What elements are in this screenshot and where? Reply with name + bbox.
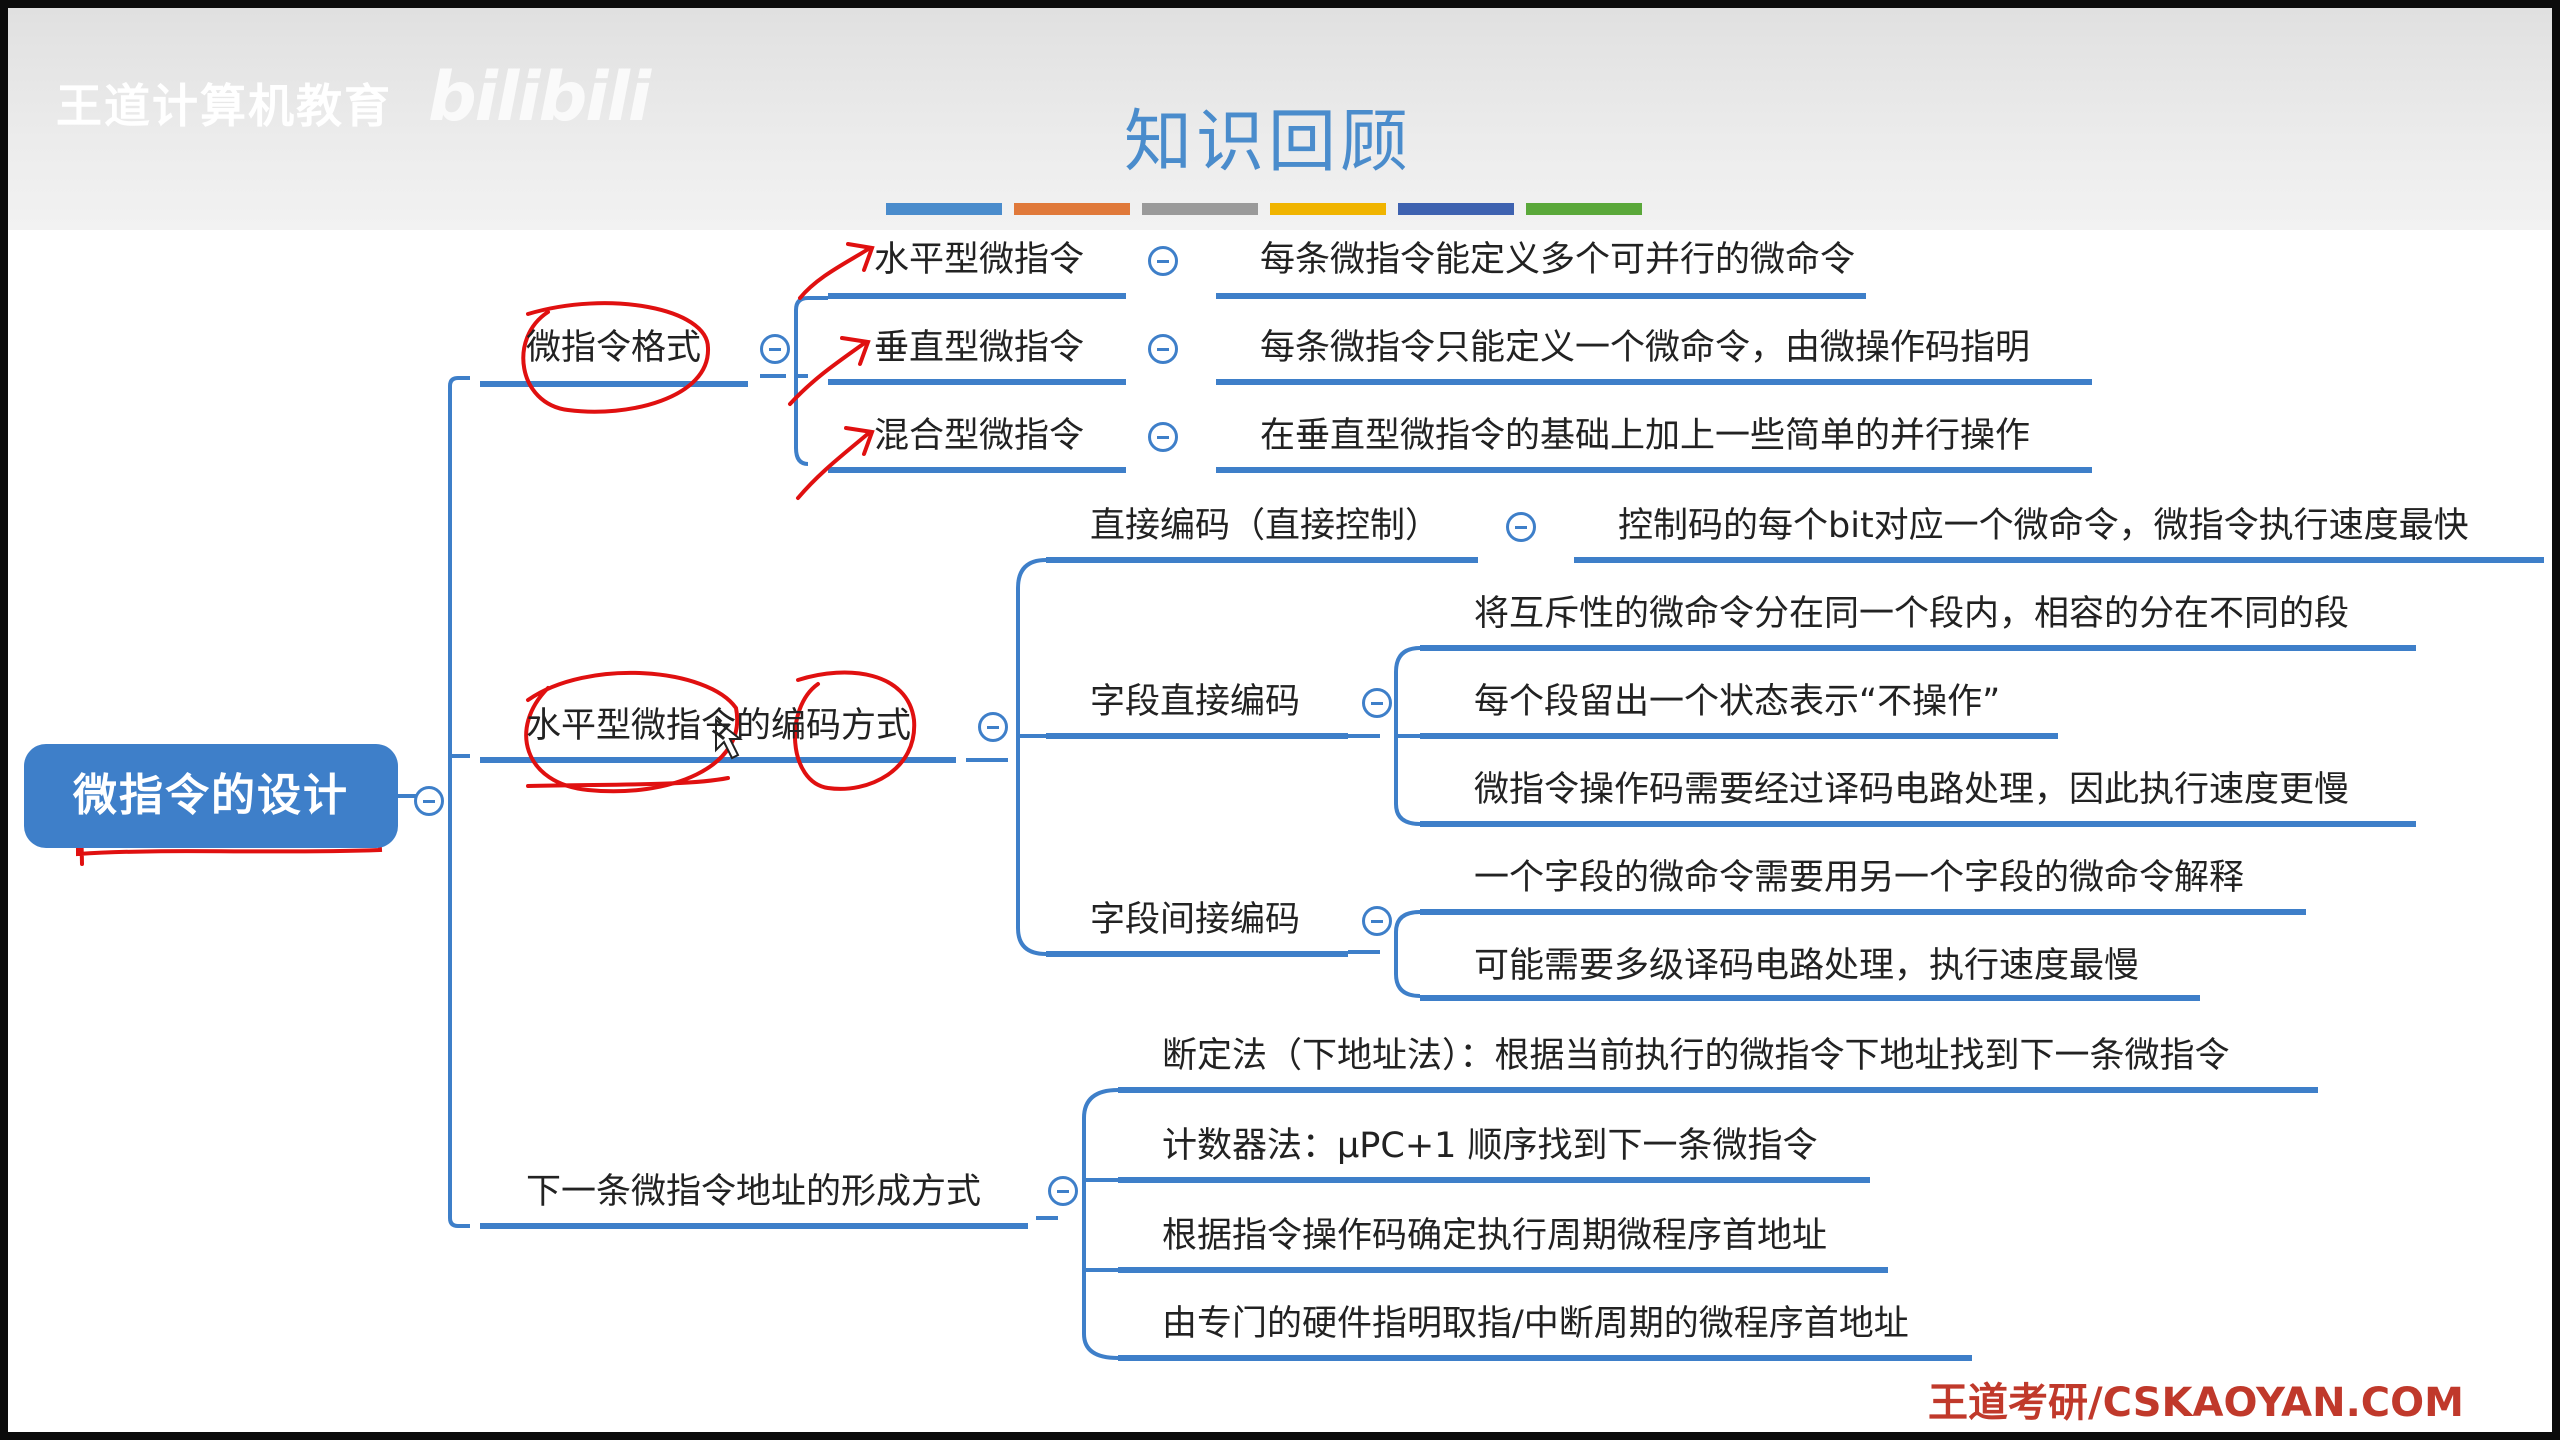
node-next-address[interactable]: 下一条微指令地址的形成方式 [526, 1172, 982, 1212]
collapse-icon-format[interactable] [760, 334, 790, 364]
collapse-icon-direct[interactable] [1506, 512, 1536, 542]
connector-format [760, 296, 828, 466]
annotation-arrow-1 [798, 242, 875, 300]
header-band: 王道计算机教育 bilibili 知识回顾 [8, 8, 2552, 230]
annotation-circle-horizontal [524, 670, 740, 794]
slide-title: 知识回顾 [1123, 103, 1412, 182]
root-node[interactable]: 微指令的设计 [24, 744, 398, 848]
field-indirect-item-1: 一个字段的微命令需要用另一个字段的微命令解释 [1474, 858, 2245, 898]
annotation-circle-format [521, 301, 711, 414]
connector-root [398, 376, 470, 1228]
collapse-icon-encoding[interactable] [978, 712, 1008, 742]
connector-field-direct [1348, 646, 1421, 826]
field-direct-item-1: 将互斥性的微命令分在同一个段内，相容的分在不同的段 [1474, 594, 2350, 634]
annotation-arrow-3 [796, 426, 875, 500]
collapse-icon-field-indirect[interactable] [1362, 906, 1392, 936]
collapse-icon-root[interactable] [414, 786, 444, 816]
desc-horizontal: 每条微指令能定义多个可并行的微命令 [1260, 240, 1856, 280]
color-bar-2 [1014, 203, 1130, 215]
desc-direct-encoding: 控制码的每个bit对应一个微命令，微指令执行速度最快 [1618, 506, 2469, 546]
color-bar-6 [1526, 203, 1642, 215]
annotation-underline-horizontal [526, 776, 730, 788]
collapse-icon-next-address[interactable] [1048, 1176, 1078, 1206]
node-encoding[interactable]: 水平型微指令的编码方式 [526, 706, 912, 746]
color-bar-1 [886, 203, 1002, 215]
connector-encoding [966, 558, 1047, 956]
watermark: 王道计算机教育 [56, 79, 392, 133]
field-direct-item-3: 微指令操作码需要经过译码电路处理，因此执行速度更慢 [1474, 770, 2350, 810]
field-direct-item-2: 每个段留出一个状态表示“不操作” [1474, 682, 2001, 722]
color-bar-4 [1270, 203, 1386, 215]
node-horizontal[interactable]: 水平型微指令 [874, 240, 1085, 280]
collapse-icon-mixed[interactable] [1148, 422, 1178, 452]
next-address-item-4: 由专门的硬件指明取指/中断周期的微程序首地址 [1162, 1304, 1909, 1344]
node-field-indirect[interactable]: 字段间接编码 [1090, 900, 1301, 940]
connector-next-address [1036, 1088, 1119, 1360]
node-vertical[interactable]: 垂直型微指令 [874, 328, 1085, 368]
annotation-circle-encoding [793, 670, 917, 791]
cursor-icon [715, 717, 743, 760]
color-bar-3 [1142, 203, 1258, 215]
collapse-icon-vertical[interactable] [1148, 334, 1178, 364]
desc-mixed: 在垂直型微指令的基础上加上一些简单的并行操作 [1260, 416, 2031, 456]
node-field-direct[interactable]: 字段直接编码 [1090, 682, 1301, 722]
collapse-icon-horizontal[interactable] [1148, 246, 1178, 276]
next-address-item-2: 计数器法：μPC+1 顺序找到下一条微指令 [1162, 1126, 1818, 1166]
node-format[interactable]: 微指令格式 [526, 328, 702, 368]
slide: 王道计算机教育 bilibili 知识回顾 [8, 8, 2552, 1432]
node-mixed[interactable]: 混合型微指令 [874, 416, 1085, 456]
bilibili-logo: bilibili [428, 58, 651, 137]
mindmap-connectors [76, 242, 2544, 1361]
node-direct-encoding[interactable]: 直接编码（直接控制） [1090, 506, 1441, 546]
next-address-item-1: 断定法（下地址法）：根据当前执行的微指令下地址找到下一条微指令 [1162, 1036, 2230, 1076]
color-bar-5 [1398, 203, 1514, 215]
next-address-item-3: 根据指令操作码确定执行周期微程序首地址 [1162, 1216, 1828, 1256]
collapse-icon-field-direct[interactable] [1362, 688, 1392, 718]
connector-field-indirect [1348, 910, 1421, 998]
desc-vertical: 每条微指令只能定义一个微命令，由微操作码指明 [1260, 328, 2031, 368]
annotation-arrow-2 [788, 336, 871, 406]
footer-brand: 王道考研/CSKAOYAN.COM [1928, 1380, 2464, 1426]
field-indirect-item-2: 可能需要多级译码电路处理，执行速度最慢 [1474, 946, 2140, 986]
